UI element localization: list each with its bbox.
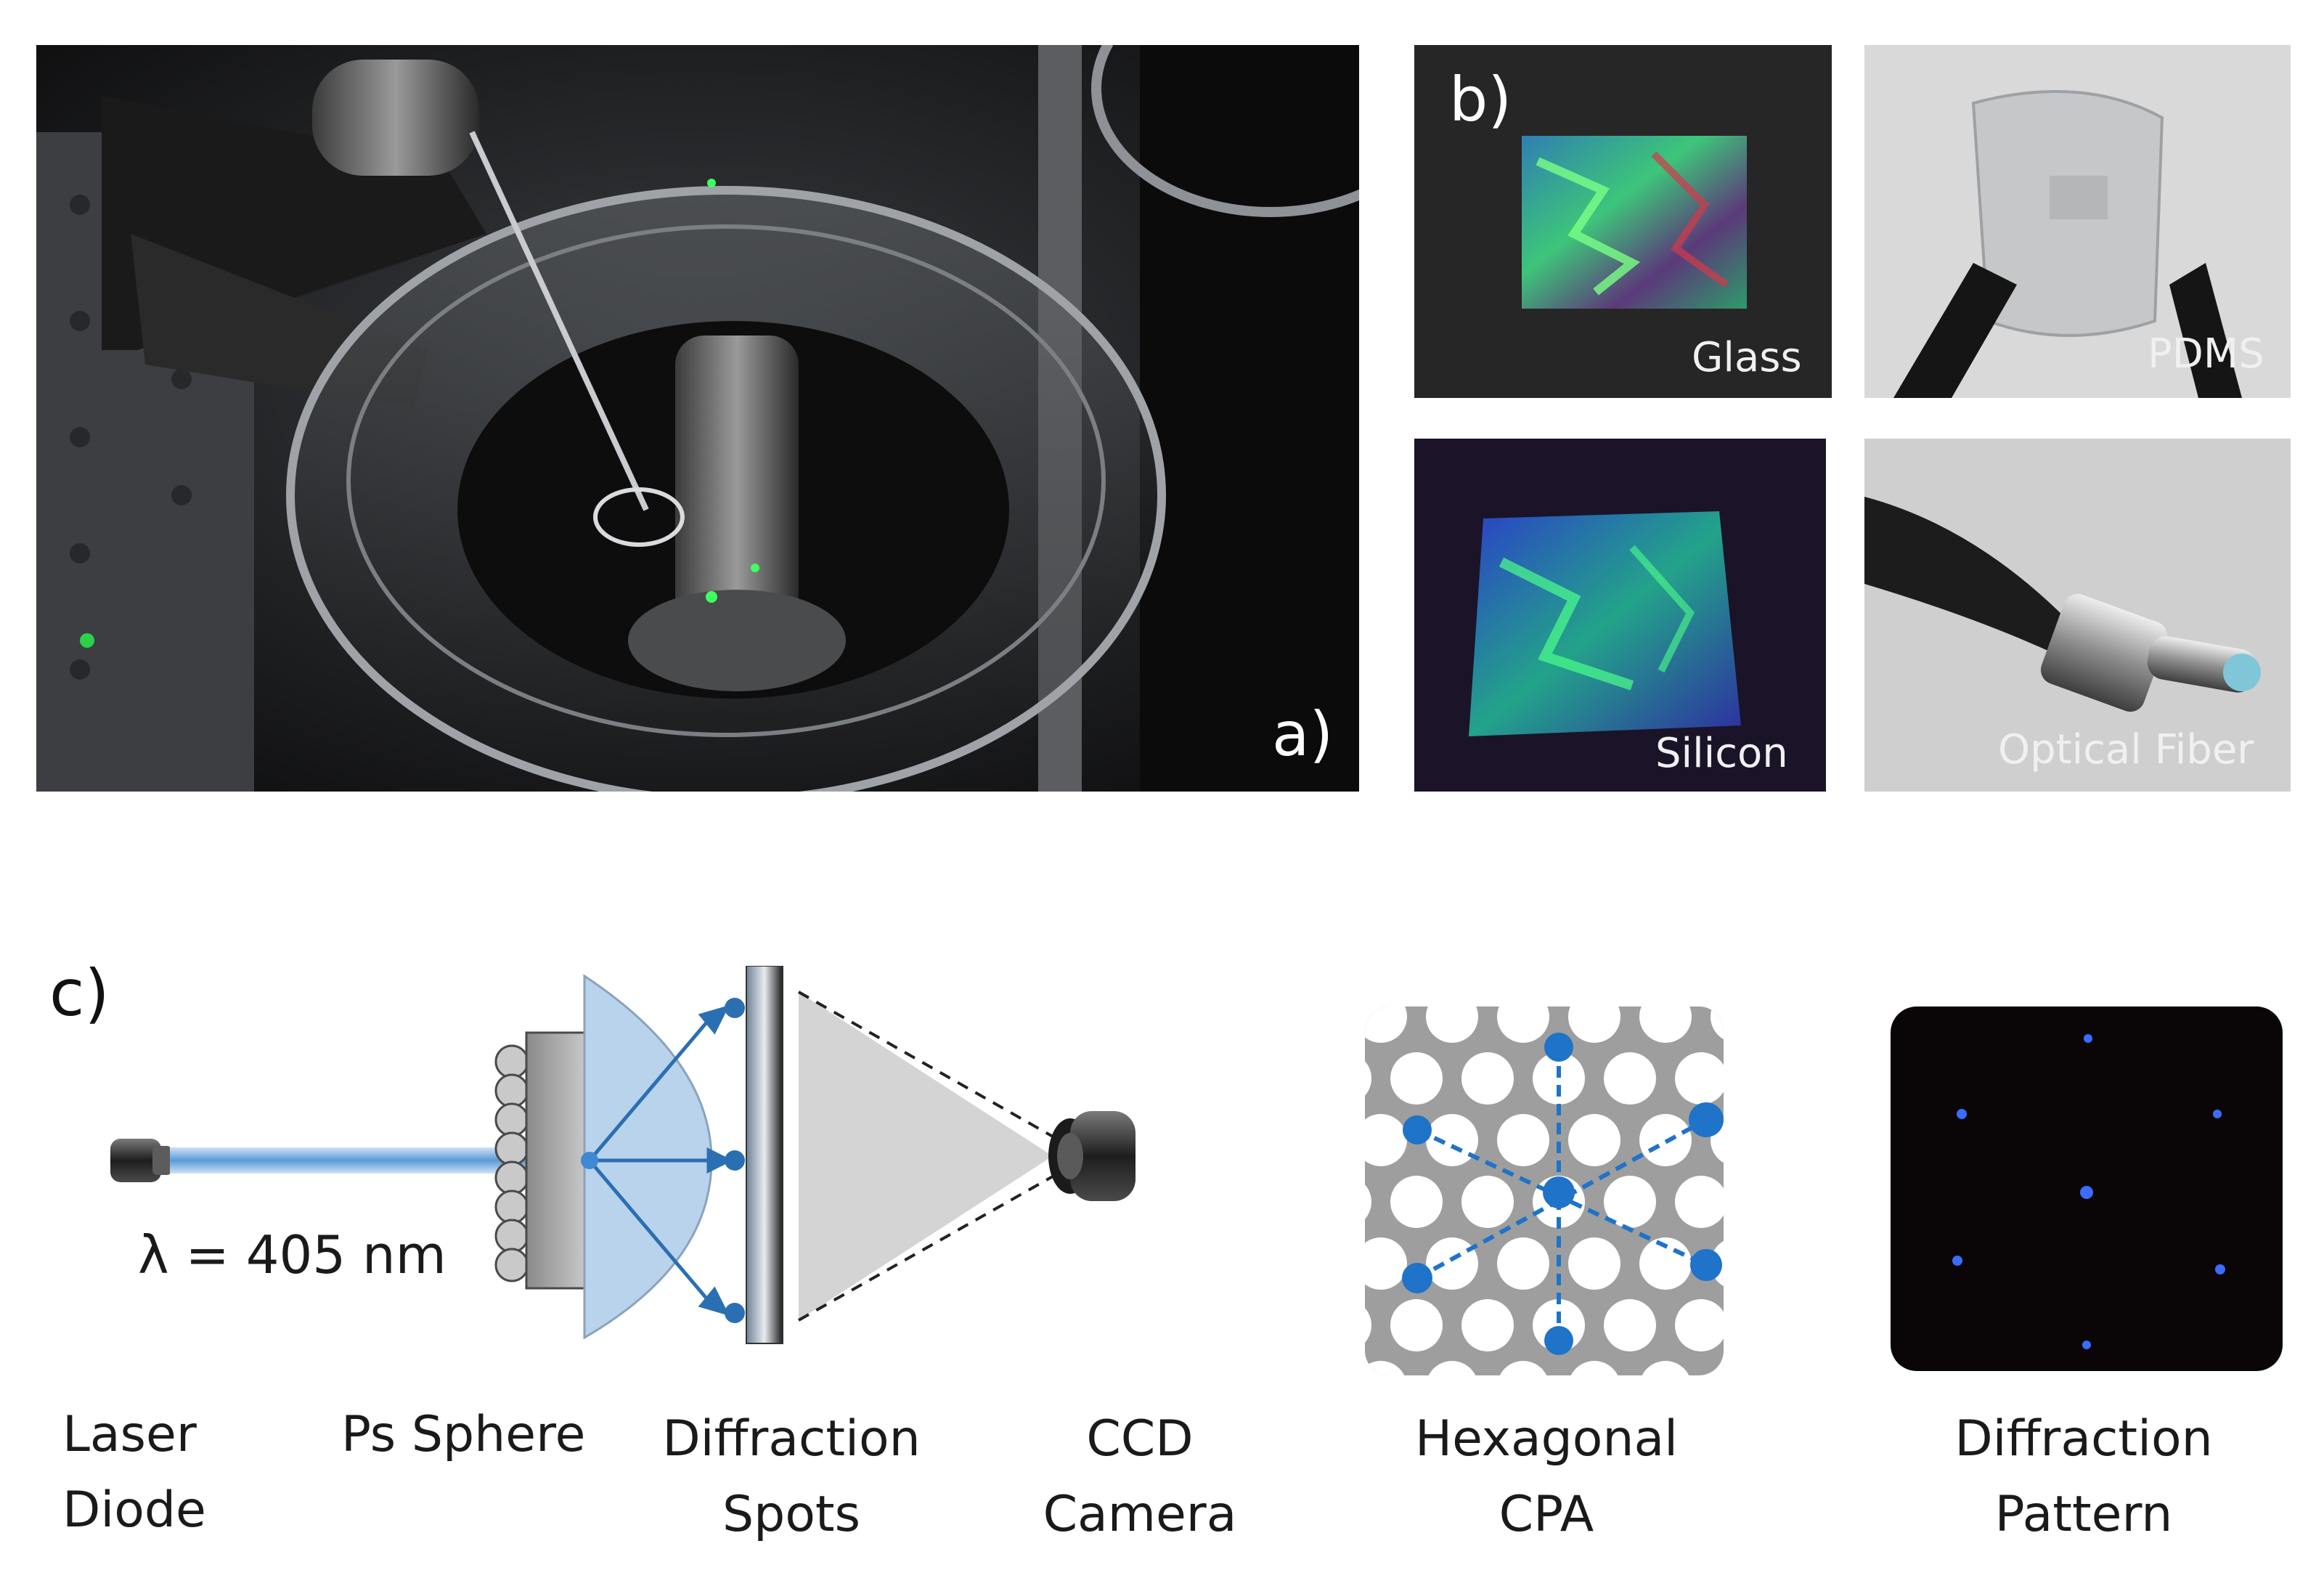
substrate-label-glass: Glass bbox=[1692, 334, 1802, 381]
lattice-hole bbox=[1390, 1176, 1443, 1228]
panel-a-label: a) bbox=[1272, 699, 1334, 770]
label-pattern-line1: Diffraction bbox=[1954, 1410, 2213, 1468]
label-ccd-line1: CCD bbox=[1086, 1410, 1194, 1468]
lattice-hole bbox=[1461, 1299, 1514, 1351]
substrate-label-pdms: PDMS bbox=[2148, 330, 2264, 378]
lattice-hole bbox=[1568, 1006, 1620, 1043]
lattice-hole bbox=[1365, 1114, 1407, 1166]
label-diffraction-spots: Diffraction Spots bbox=[646, 1402, 937, 1553]
lattice-hole bbox=[1426, 1006, 1478, 1043]
diffraction-pattern-spots bbox=[1952, 1034, 2225, 1349]
camera-field-of-view bbox=[799, 992, 1053, 1320]
lattice-hole bbox=[1426, 1114, 1478, 1166]
lattice-hole bbox=[1675, 1052, 1724, 1105]
lattice-points bbox=[1402, 1033, 1724, 1355]
wavelength-label: λ = 405 nm bbox=[138, 1224, 447, 1285]
lattice-hole bbox=[1365, 1006, 1407, 1043]
panel-c-label: c) bbox=[49, 956, 110, 1030]
panel-a-photo bbox=[36, 45, 1359, 792]
lattice-hole bbox=[1568, 1361, 1620, 1375]
lattice-hole bbox=[1497, 1237, 1549, 1290]
pdms-sample-illustration bbox=[1864, 45, 2291, 398]
label-laser-diode: Laser Diode bbox=[62, 1397, 206, 1548]
lattice-hole bbox=[1497, 1114, 1549, 1166]
label-hex-line2: CPA bbox=[1499, 1486, 1594, 1543]
lattice-hole bbox=[1426, 1361, 1478, 1375]
diffracted-rays bbox=[588, 1004, 733, 1317]
label-spots-line2: Spots bbox=[722, 1486, 861, 1543]
label-spots-line1: Diffraction bbox=[662, 1410, 921, 1468]
ccd-camera-icon bbox=[1048, 1111, 1136, 1201]
lattice-hole bbox=[1639, 1006, 1692, 1043]
substrate-silicon-photo bbox=[1414, 439, 1826, 792]
lattice-hole bbox=[1365, 1237, 1407, 1290]
lattice-hole bbox=[1426, 1237, 1478, 1290]
label-hex-line1: Hexagonal bbox=[1414, 1410, 1679, 1468]
lattice-hole bbox=[1604, 1176, 1656, 1228]
lattice-hole bbox=[1461, 1052, 1514, 1105]
lattice-hole bbox=[1568, 1237, 1620, 1290]
diffraction-pattern-image bbox=[1891, 1006, 2283, 1371]
label-ccd-line2: Camera bbox=[1043, 1486, 1237, 1543]
lattice-hole bbox=[1604, 1052, 1656, 1105]
lattice-hole bbox=[1497, 1361, 1549, 1375]
lattice-hole bbox=[1390, 1052, 1443, 1105]
substrate-glass-photo bbox=[1414, 45, 1832, 398]
substrate-label-optical-fiber: Optical Fiber bbox=[1998, 726, 2254, 773]
lattice-hole bbox=[1461, 1176, 1514, 1228]
diffraction-spot-markers bbox=[725, 998, 745, 1323]
hexagonal-cpa-diagram bbox=[1365, 1006, 1724, 1375]
glass-sample-illustration bbox=[1414, 45, 1832, 398]
label-laser-line2: Diode bbox=[62, 1481, 206, 1539]
label-sphere-text: Ps Sphere bbox=[341, 1406, 586, 1463]
label-pattern-line2: Pattern bbox=[1994, 1486, 2173, 1543]
lattice-hole bbox=[1568, 1114, 1620, 1166]
focus-spot bbox=[581, 1152, 598, 1169]
lattice-hole bbox=[1604, 1299, 1656, 1351]
substrate-block bbox=[525, 1031, 586, 1290]
silicon-sample-illustration bbox=[1414, 439, 1826, 792]
setup-photo-illustration bbox=[36, 45, 1359, 792]
setup-schematic bbox=[110, 966, 1136, 1344]
label-hexagonal-cpa: Hexagonal CPA bbox=[1379, 1402, 1713, 1553]
panel-b-label: b) bbox=[1449, 64, 1512, 135]
label-laser-line1: Laser bbox=[62, 1406, 197, 1463]
label-ccd-camera: CCD Camera bbox=[1016, 1402, 1263, 1553]
lattice-hole bbox=[1675, 1299, 1724, 1351]
substrate-label-silicon: Silicon bbox=[1655, 730, 1788, 777]
label-ps-sphere: Ps Sphere bbox=[341, 1397, 585, 1473]
lattice-hole bbox=[1497, 1006, 1549, 1043]
lattice-hole bbox=[1675, 1176, 1724, 1228]
diffraction-screen bbox=[746, 966, 783, 1344]
lattice-hole bbox=[1639, 1361, 1692, 1375]
fiber-sample-illustration bbox=[1864, 439, 2291, 792]
lattice-hole bbox=[1390, 1299, 1443, 1351]
label-diffraction-pattern: Diffraction Pattern bbox=[1917, 1402, 2251, 1553]
substrate-fiber-photo bbox=[1864, 439, 2291, 792]
laser-diode-icon bbox=[110, 1139, 171, 1182]
substrate-pdms-photo bbox=[1864, 45, 2291, 398]
lattice-hole bbox=[1533, 1052, 1585, 1105]
